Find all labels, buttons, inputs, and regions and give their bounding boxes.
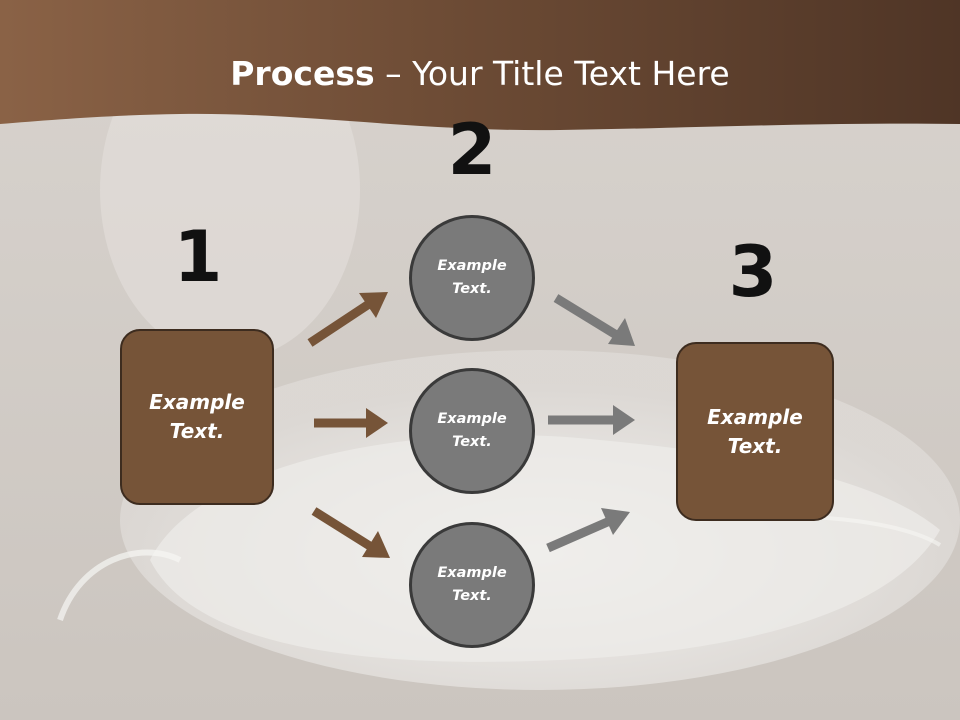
step-3-text-line1: Example	[707, 404, 803, 429]
step-2-circle-bottom: Example Text.	[409, 522, 535, 648]
step-2-circle-middle: Example Text.	[409, 368, 535, 494]
circle-top-text-line2: Text.	[452, 281, 492, 297]
title-bold: Process	[230, 54, 375, 93]
slide-title: Process – Your Title Text Here	[0, 52, 960, 96]
arrow-left-to-bottom	[311, 507, 390, 558]
step-1-text-line2: Text.	[169, 419, 225, 443]
circle-bottom-text-line1: Example	[437, 565, 507, 581]
circle-middle-text-line2: Text.	[452, 434, 492, 450]
step-2-circle-top: Example Text.	[409, 215, 535, 341]
step-number-2: 2	[447, 109, 497, 191]
step-number-1: 1	[173, 216, 223, 298]
step-3-box: Example Text.	[676, 342, 834, 521]
step-number-3: 3	[728, 231, 778, 313]
step-1-text-line1: Example	[149, 390, 245, 414]
arrow-bottom-to-right	[546, 508, 630, 553]
circle-bottom-text-line2: Text.	[452, 588, 492, 604]
arrow-top-to-right	[553, 294, 635, 346]
circle-top-text-line1: Example	[437, 258, 507, 274]
arrow-middle-to-right	[548, 405, 635, 435]
circle-middle-text-line1: Example	[437, 411, 507, 427]
step-3-text-line2: Text.	[727, 433, 783, 458]
title-rest: – Your Title Text Here	[374, 54, 730, 93]
step-1-box: Example Text.	[120, 329, 274, 505]
arrow-left-to-middle	[314, 408, 388, 438]
arrow-left-to-top	[307, 292, 388, 347]
